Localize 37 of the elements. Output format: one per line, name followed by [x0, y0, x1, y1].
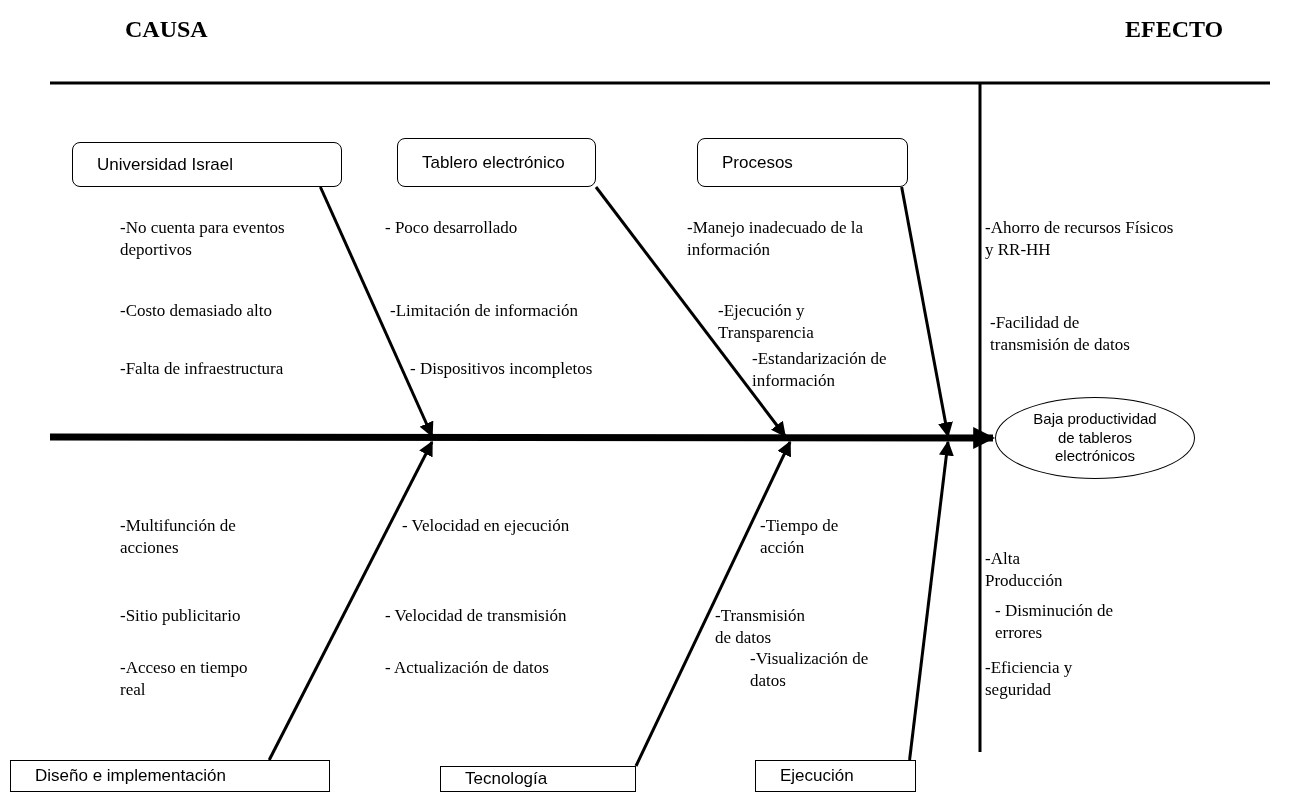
cause-label: -Ahorro de recursos Físicos y RR-HH: [985, 217, 1175, 262]
effect-ellipse: Baja productividad de tableros electrónicos: [995, 397, 1195, 479]
cause-label: -Ejecución y Transparencia: [718, 300, 815, 345]
cause-label: -Alta Producción: [985, 548, 1064, 593]
category-box: Tecnología: [440, 766, 636, 792]
cause-label: -No cuenta para eventos deportivos: [120, 217, 286, 262]
cause-label: - Disminución de errores: [995, 600, 1115, 645]
cause-label: -Manejo inadecuado de la información: [687, 217, 865, 262]
category-box: Ejecución: [755, 760, 916, 792]
heading-label: EFECTO: [1125, 15, 1224, 44]
cause-label: - Velocidad de transmisión: [385, 605, 567, 627]
cause-label: -Costo demasiado alto: [120, 300, 273, 322]
cause-label: -Estandarización de información: [752, 348, 888, 393]
cause-label: -Acceso en tiempo real: [120, 657, 249, 702]
cause-label: -Transmisión de datos: [715, 605, 807, 650]
arrow: [267, 440, 434, 761]
arrow: [908, 440, 954, 761]
cause-label: -Tiempo de acción: [760, 515, 840, 560]
cause-label: - Poco desarrollado: [385, 217, 518, 239]
category-box: Diseño e implementación: [10, 760, 330, 792]
category-box: Tablero electrónico: [397, 138, 596, 187]
heading-label: CAUSA: [125, 15, 208, 44]
cause-label: - Actualización de datos: [385, 657, 549, 679]
cause-label: -Multifunción de acciones: [120, 515, 237, 560]
cause-label: -Eficiencia y seguridad: [985, 657, 1074, 702]
cause-label: - Dispositivos incompletos: [410, 358, 593, 380]
cause-label: -Limitación de información: [390, 300, 578, 322]
arrow: [900, 186, 953, 438]
arrow: [594, 186, 787, 438]
cause-label: -Falta de infraestructura: [120, 358, 284, 380]
cause-label: -Sitio publicitario: [120, 605, 241, 627]
cause-label: -Facilidad de transmisión de datos: [990, 312, 1130, 357]
cause-label: -Visualización de datos: [750, 648, 870, 693]
arrow: [634, 440, 792, 767]
category-box: Procesos: [697, 138, 908, 187]
cause-label: - Velocidad en ejecución: [402, 515, 570, 537]
category-box: Universidad Israel: [72, 142, 342, 187]
